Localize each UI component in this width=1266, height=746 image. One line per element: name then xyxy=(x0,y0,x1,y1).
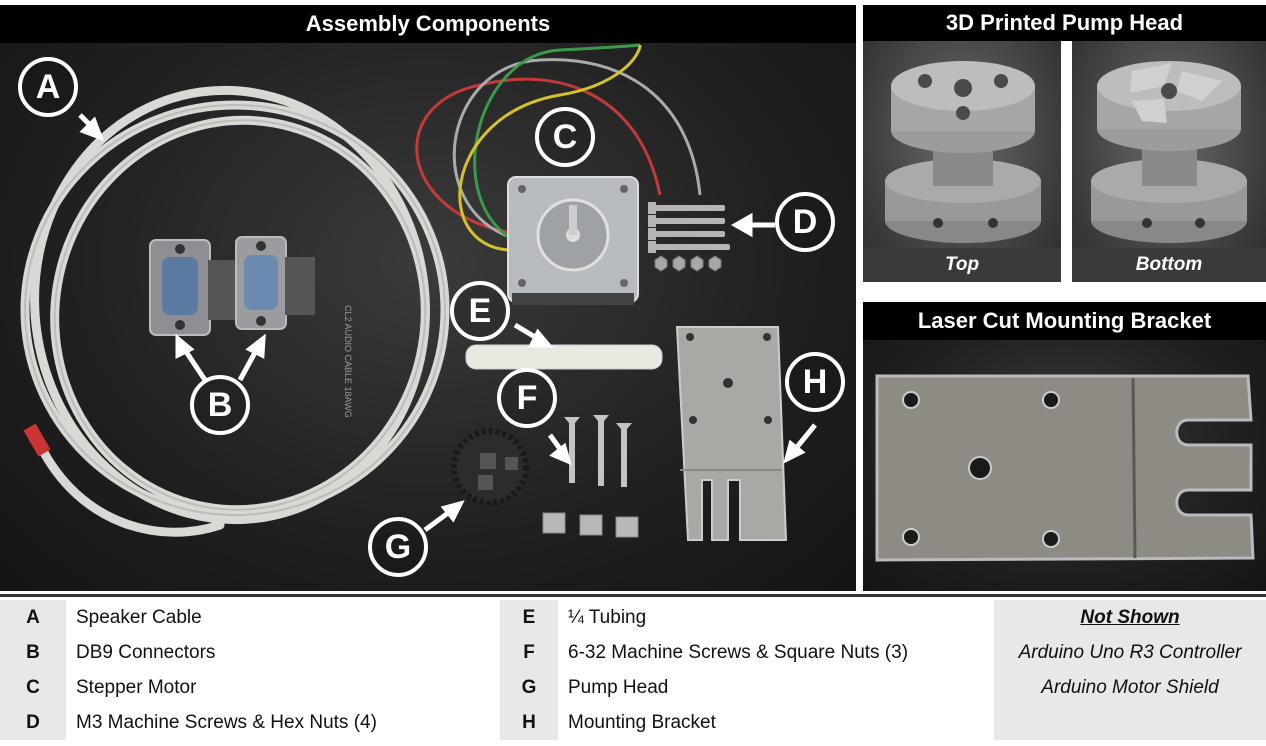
caption-bottom: Bottom xyxy=(1072,248,1266,282)
callout-c: C xyxy=(535,107,595,167)
bracket-panel: Laser Cut Mounting Bracket xyxy=(863,302,1266,591)
m3-screws xyxy=(648,202,730,253)
legend-letter: F xyxy=(500,635,558,670)
callout-e: E xyxy=(450,281,510,341)
bracket-title: Laser Cut Mounting Bracket xyxy=(863,302,1266,340)
callout-a: A xyxy=(18,57,78,117)
stepper-motor xyxy=(507,176,639,305)
bracket-drawing xyxy=(875,374,1255,562)
caption-top: Top xyxy=(863,248,1061,282)
tubing xyxy=(465,344,663,370)
pump-head-bottom-drawing xyxy=(1091,61,1247,243)
legend-row: B DB9 Connectors F 6-32 Machine Screws &… xyxy=(0,635,1266,670)
callout-arrows xyxy=(78,113,817,533)
legend-label: ¼ Tubing xyxy=(558,600,994,635)
legend-row: D M3 Machine Screws & Hex Nuts (4) H Mou… xyxy=(0,705,1266,740)
db9-connector-male xyxy=(149,239,238,336)
bracket-photo xyxy=(863,340,1266,591)
assembly-components-panel: CL2 AUDIO CABLE 18AWG xyxy=(0,5,856,591)
pump-head-top-photo: Top xyxy=(863,41,1061,282)
legend-table: A Speaker Cable E ¼ Tubing Not Shown B D… xyxy=(0,594,1266,740)
legend-letter: C xyxy=(0,670,66,705)
cable-end xyxy=(23,423,51,457)
legend-letter: E xyxy=(500,600,558,635)
legend-letter: D xyxy=(0,705,66,740)
cable-print-text: CL2 AUDIO CABLE 18AWG xyxy=(343,305,353,418)
pump-head-dark xyxy=(451,428,529,506)
assembly-title: Assembly Components xyxy=(0,5,856,43)
hex-nuts xyxy=(654,255,722,272)
pump-head-title: 3D Printed Pump Head xyxy=(863,5,1266,41)
stepper-wires xyxy=(415,43,702,252)
square-nuts xyxy=(542,512,639,538)
legend-label: Speaker Cable xyxy=(66,600,500,635)
6-32-screws xyxy=(564,415,632,487)
legend-label: M3 Machine Screws & Hex Nuts (4) xyxy=(66,705,500,740)
legend-label: Mounting Bracket xyxy=(558,705,994,740)
not-shown-heading: Not Shown xyxy=(994,600,1266,635)
legend-letter: G xyxy=(500,670,558,705)
legend-label: Stepper Motor xyxy=(66,670,500,705)
legend-letter: B xyxy=(0,635,66,670)
db9-connector-female xyxy=(235,236,315,330)
callout-d: D xyxy=(775,192,835,252)
assembly-illustration: CL2 AUDIO CABLE 18AWG xyxy=(20,43,817,541)
legend-letter: A xyxy=(0,600,66,635)
pump-head-bottom-photo: Bottom xyxy=(1072,41,1266,282)
mounting-bracket xyxy=(675,326,788,541)
callout-b: B xyxy=(190,375,250,435)
legend-label: 6-32 Machine Screws & Square Nuts (3) xyxy=(558,635,994,670)
callout-f: F xyxy=(497,368,557,428)
pump-head-panel: 3D Printed Pump Head Top xyxy=(863,5,1266,282)
legend-letter: H xyxy=(500,705,558,740)
not-shown-item: Arduino Uno R3 Controller xyxy=(994,635,1266,670)
not-shown-empty xyxy=(994,705,1266,740)
not-shown-item: Arduino Motor Shield xyxy=(994,670,1266,705)
callout-h: H xyxy=(785,352,845,412)
legend-label: DB9 Connectors xyxy=(66,635,500,670)
callout-g: G xyxy=(368,517,428,577)
legend-label: Pump Head xyxy=(558,670,994,705)
legend-row: A Speaker Cable E ¼ Tubing Not Shown xyxy=(0,600,1266,635)
pump-head-top-drawing xyxy=(885,61,1041,243)
legend-row: C Stepper Motor G Pump Head Arduino Moto… xyxy=(0,670,1266,705)
